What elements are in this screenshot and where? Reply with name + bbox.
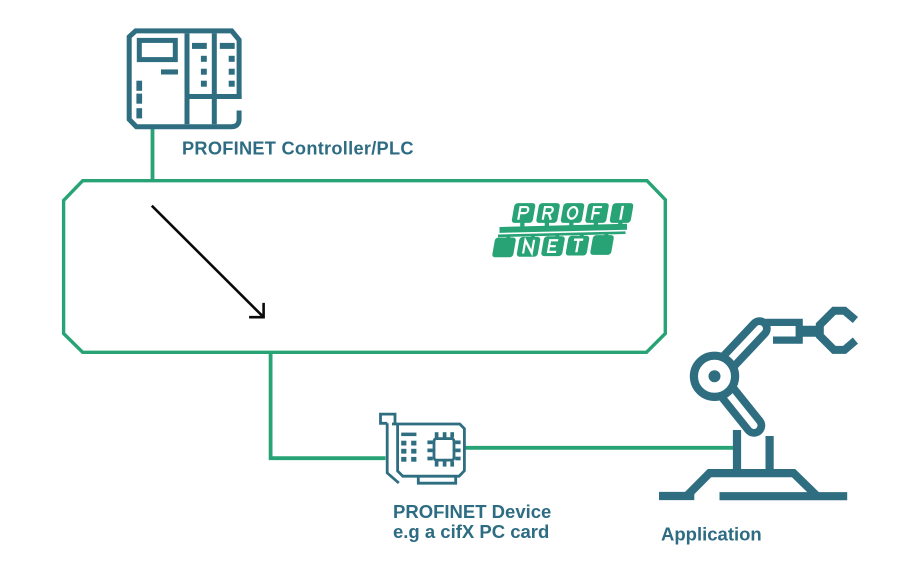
svg-text:e.g a cifX PC card: e.g a cifX PC card xyxy=(393,521,549,542)
svg-text:PROFINET Controller/PLC: PROFINET Controller/PLC xyxy=(182,138,414,158)
svg-text:Application: Application xyxy=(661,523,762,544)
svg-text:PROFINET Device: PROFINET Device xyxy=(393,501,551,522)
